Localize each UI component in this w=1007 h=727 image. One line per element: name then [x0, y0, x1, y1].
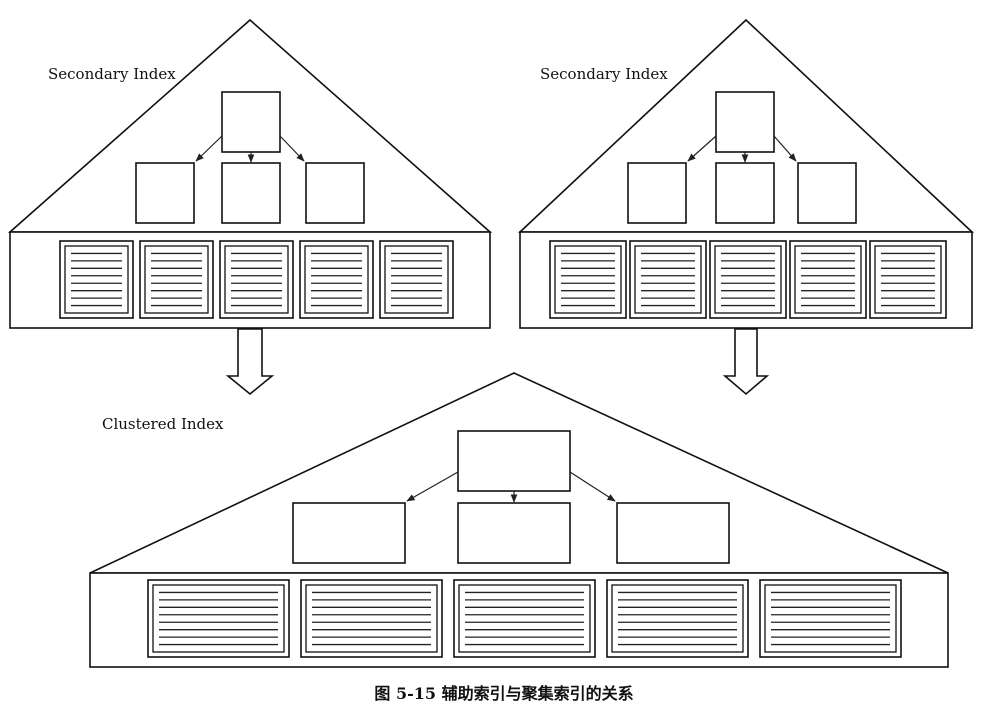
- secondary-to-clustered-arrow-left: [225, 328, 275, 396]
- leaf-page: [453, 579, 596, 658]
- leaf-page-inner: [64, 245, 129, 314]
- figure-caption: 图 5-15 辅助索引与聚集索引的关系: [374, 684, 633, 703]
- leaf-page-inner: [554, 245, 622, 314]
- secondary-to-clustered-arrow-right: [722, 328, 770, 396]
- leaf-page-inner: [634, 245, 702, 314]
- secondary-index-right-edge: [773, 135, 797, 162]
- leaf-page-inner: [874, 245, 942, 314]
- leaf-page-inner: [458, 584, 591, 653]
- secondary-index-left-child-node: [305, 162, 365, 224]
- leaf-page: [869, 240, 947, 319]
- secondary-index-left-child-node: [221, 162, 281, 224]
- leaf-page: [759, 579, 902, 658]
- leaf-page-inner: [144, 245, 209, 314]
- secondary-index-left-label: Secondary Index: [48, 65, 176, 83]
- leaf-page: [300, 579, 443, 658]
- clustered-index-child-node: [457, 502, 571, 564]
- secondary-index-right-edge: [687, 135, 717, 162]
- secondary-index-right-root-node: [715, 91, 775, 153]
- leaf-page-inner: [304, 245, 369, 314]
- secondary-index-left-leaf-pages: [59, 240, 454, 319]
- leaf-page-inner: [764, 584, 897, 653]
- secondary-index-right-child-node: [627, 162, 687, 224]
- clustered-index-label: Clustered Index: [102, 415, 224, 433]
- leaf-page: [139, 240, 214, 319]
- leaf-page: [379, 240, 454, 319]
- secondary-index-left-edge: [279, 135, 305, 162]
- leaf-page: [606, 579, 749, 658]
- leaf-page: [709, 240, 787, 319]
- secondary-index-left-root-node: [221, 91, 281, 153]
- leaf-page: [789, 240, 867, 319]
- secondary-index-left-child-node: [135, 162, 195, 224]
- leaf-page: [549, 240, 627, 319]
- leaf-page-inner: [714, 245, 782, 314]
- leaf-page: [147, 579, 290, 658]
- secondary-index-right-label: Secondary Index: [540, 65, 668, 83]
- clustered-index-edge: [569, 471, 616, 502]
- clustered-index-child-node: [292, 502, 406, 564]
- secondary-index-right-child-node: [797, 162, 857, 224]
- secondary-index-right-child-node: [715, 162, 775, 224]
- leaf-page: [219, 240, 294, 319]
- secondary-index-left-tree: Secondary Index: [7, 18, 493, 396]
- clustered-index-edge: [406, 471, 459, 502]
- leaf-page-inner: [384, 245, 449, 314]
- clustered-index-child-node: [616, 502, 730, 564]
- clustered-index-root-node: [457, 430, 571, 492]
- clustered-index-leaf-pages: [147, 579, 902, 658]
- leaf-page: [59, 240, 134, 319]
- secondary-index-right-leaf-pages: [549, 240, 947, 319]
- leaf-page-inner: [611, 584, 744, 653]
- leaf-page-inner: [305, 584, 438, 653]
- leaf-page-inner: [152, 584, 285, 653]
- secondary-index-left-edge: [195, 135, 223, 162]
- secondary-index-right-tree: Secondary Index: [517, 18, 975, 396]
- leaf-page-inner: [794, 245, 862, 314]
- clustered-index-tree: Clustered Index: [89, 372, 949, 668]
- leaf-page: [629, 240, 707, 319]
- leaf-page-inner: [224, 245, 289, 314]
- leaf-page: [299, 240, 374, 319]
